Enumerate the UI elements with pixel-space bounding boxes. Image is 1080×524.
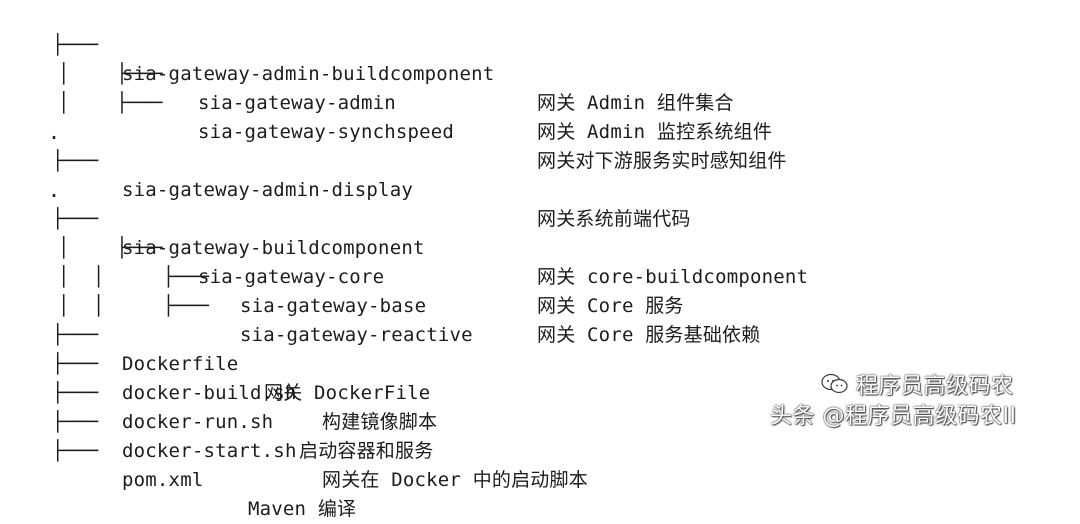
tree-row: │ ├─── sia-gateway-core 网关 Core 服务: [0, 205, 683, 317]
tree-item-name: sia-gateway-admin-buildcomponent: [122, 63, 495, 85]
tree-item-desc: 网关在 Docker 中的启动脚本: [322, 469, 588, 491]
page: { "tree": [ {"prefix": "├─── ", "name": …: [0, 2, 1017, 520]
tree-item-name: sia-gateway-base: [240, 295, 427, 317]
tree-branch: ├───: [52, 324, 111, 346]
tree-item-desc: 网关 core-buildcomponent: [537, 266, 809, 288]
tree-row: ├─── sia-gateway-admin-display 网关系统前端代码: [0, 118, 690, 230]
tree-dot: .: [48, 120, 61, 144]
tree-branch: │ │ ├───: [58, 266, 221, 288]
tree-branch: │ ├───: [58, 237, 175, 259]
tree-item-name: docker-run.sh: [122, 411, 274, 433]
tree-row: ├─── pom.xml Maven 编译: [0, 408, 356, 520]
watermark-line2: 头条 @程序员高级码农II: [770, 404, 1017, 429]
tree-item-name: sia-gateway-core: [198, 266, 385, 288]
tree-row: ├─── docker-build.sh 构建镜像脚本: [0, 321, 437, 433]
watermark-line1: 程序员高级码农: [856, 374, 1014, 399]
tree-item-desc: 构建镜像脚本: [322, 411, 438, 433]
tree-branch: ├───: [52, 208, 111, 230]
tree-row: │ │ ├─── sia-gateway-base 网关 Core 服务基础依赖: [0, 234, 760, 346]
tree-branch: ├───: [52, 150, 111, 172]
tree-branch: ├───: [52, 382, 111, 404]
wechat-icon: [821, 373, 848, 394]
tree-item-name: pom.xml: [122, 469, 204, 491]
tree-branch: ├───: [52, 440, 111, 462]
tree-item-name: sia-gateway-admin-display: [122, 179, 413, 201]
tree-item-name: sia-gateway-reactive: [240, 324, 473, 346]
tree-row: ├─── docker-run.sh 启动容器和服务: [0, 350, 433, 462]
tree-item-desc: 启动容器和服务: [299, 440, 434, 462]
tree-item-name: sia-gateway-buildcomponent: [122, 237, 425, 259]
tree-row: │ ├─── sia-gateway-synchspeed 网关对下游服务实时感…: [0, 60, 786, 172]
tree-item-desc: 网关对下游服务实时感知组件: [537, 150, 787, 172]
tree-row: │ │ ├─── sia-gateway-reactive: [0, 263, 473, 346]
tree-item-desc: 网关系统前端代码: [537, 208, 691, 230]
tree-item-desc: 网关 Core 服务基础依赖: [537, 324, 761, 346]
tree-branch: ├───: [52, 411, 111, 433]
tree-item-desc: Maven 编译: [248, 498, 357, 520]
tree-dot: .: [48, 178, 61, 202]
tree-item-name: Dockerfile: [122, 353, 239, 375]
tree-row: .: [0, 89, 60, 144]
tree-row: .: [0, 147, 60, 202]
tree-item-desc: 网关 Admin 组件集合: [537, 92, 734, 114]
tree-branch: │ ├───: [58, 92, 175, 114]
tree-item-name: sia-gateway-admin: [198, 92, 396, 114]
tree-row: │ ├─── sia-gateway-admin 网关 Admin 监控系统组件: [0, 31, 772, 143]
tree-item-name: sia-gateway-synchspeed: [198, 121, 455, 143]
tree-branch: ├───: [52, 353, 111, 375]
tree-row: ├─── sia-gateway-buildcomponent 网关 core-…: [0, 176, 808, 288]
tree-branch: │ ├───: [58, 63, 175, 85]
tree-branch: │ │ ├───: [58, 295, 221, 317]
tree-item-name: docker-start.sh: [122, 440, 297, 462]
tree-item-desc: 网关 DockerFile: [264, 382, 431, 404]
tree-row: ├─── Dockerfile 网关 DockerFile: [0, 292, 430, 404]
tree-item-desc: 网关 Admin 监控系统组件: [537, 121, 773, 143]
tree-row: ├─── docker-start.sh 网关在 Docker 中的启动脚本: [0, 379, 588, 491]
tree-item-desc: 网关 Core 服务: [537, 295, 684, 317]
tree-branch: ├───: [52, 34, 111, 56]
tree-row: ├─── sia-gateway-admin-buildcomponent 网关…: [0, 2, 733, 114]
tree-item-name: docker-build.sh: [122, 382, 297, 404]
